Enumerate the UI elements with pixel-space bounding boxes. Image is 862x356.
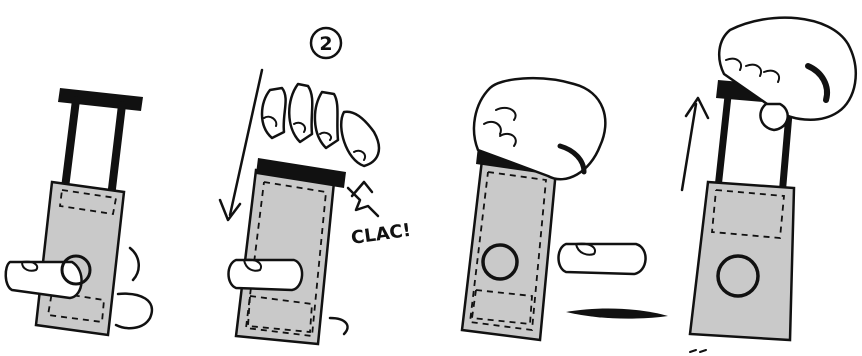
panel-3 [462, 78, 668, 340]
panel-2: 2 CLAC! [220, 28, 412, 344]
top-bar [58, 88, 143, 111]
rail-left [718, 96, 728, 188]
rail-right [111, 105, 122, 197]
card [462, 160, 556, 340]
card [690, 182, 794, 340]
finger [229, 260, 303, 290]
finger [559, 244, 646, 274]
step-number: 2 [319, 33, 332, 55]
rail-left [65, 100, 76, 188]
panel-1 [6, 88, 152, 335]
finger [6, 262, 82, 298]
card [236, 170, 334, 344]
sound-effect: CLAC! [350, 220, 412, 249]
up-arrow [682, 104, 696, 190]
panel-4 [682, 18, 856, 352]
